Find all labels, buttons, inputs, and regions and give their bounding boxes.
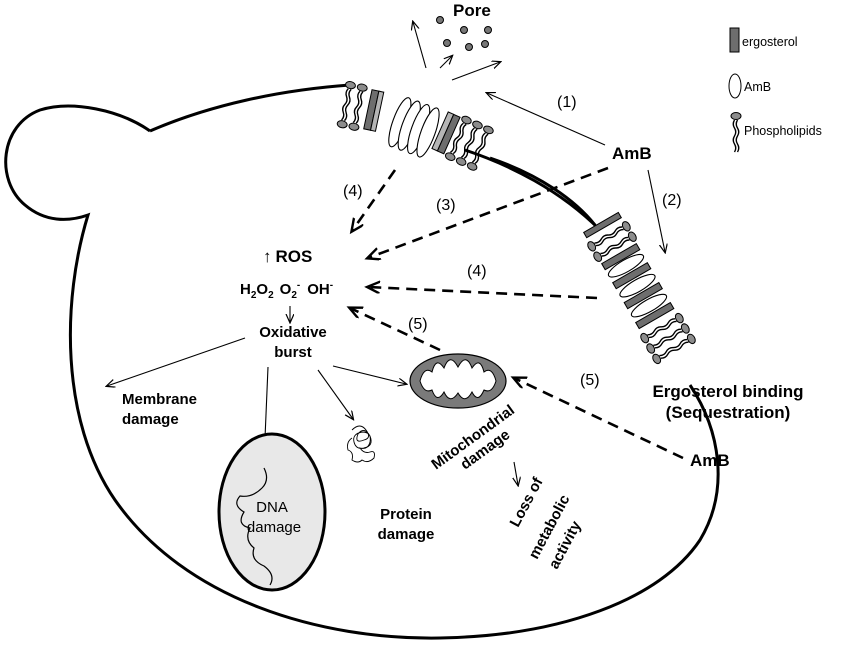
membrane-damage-line-2: damage	[122, 411, 179, 428]
legend-ergosterol: ergosterol	[742, 35, 798, 49]
step-5-right-label: (5)	[580, 372, 600, 389]
membrane-damage-line-1: Membrane	[122, 391, 197, 408]
pore-outflow-arrow-mid	[439, 56, 452, 69]
ergosterol-legend-swatch	[729, 27, 740, 53]
arrow-pore-to-ros	[352, 169, 397, 231]
step-1-label: (1)	[557, 94, 577, 111]
step-4-right-label: (4)	[467, 263, 487, 280]
arrow-burst-to-protein	[317, 369, 353, 419]
legend-amb: AmB	[744, 80, 771, 94]
arrow-mito-to-loss	[514, 461, 518, 485]
arrow-burst-to-mito	[332, 365, 406, 384]
protein-icon	[347, 425, 375, 463]
legend-phospholipids: Phospholipids	[744, 124, 822, 138]
arrow-ergosterol-to-ros	[368, 287, 598, 300]
arrow-amb-to-ergosterol	[647, 169, 665, 252]
arrow-burst-to-membrane	[107, 337, 246, 386]
ergosterol-binding-line-2: (Sequestration)	[666, 403, 791, 422]
pore-ions	[436, 16, 492, 51]
pore-complex	[335, 79, 496, 173]
pore-outflow-arrow-left	[413, 22, 427, 69]
dna-damage-line-1: DNA	[256, 499, 288, 516]
phospholipid-legend-swatch	[730, 111, 742, 153]
ergosterol-binding-line-1: Ergosterol binding	[652, 382, 803, 401]
ergosterol-sequestration-complex	[582, 211, 698, 366]
nucleus-icon	[217, 432, 327, 592]
arrow-amb-to-mito	[514, 378, 684, 460]
amb-top-label: AmB	[612, 144, 652, 163]
cell-membrane	[4, 83, 720, 640]
oxidative-burst-line-1: Oxidative	[259, 324, 327, 341]
ros-text: ROS	[276, 247, 313, 266]
arrow-mito-to-ros	[350, 308, 441, 352]
protein-damage-line-1: Protein	[380, 506, 432, 523]
step-5-center-label: (5)	[408, 316, 428, 333]
loss-line-1: Loss of	[507, 474, 548, 530]
ros-label: ↑ROS	[263, 247, 312, 266]
step-2-label: (2)	[662, 192, 682, 209]
step-3-label: (3)	[436, 197, 456, 214]
oxidative-burst-line-2: burst	[274, 344, 312, 361]
legend: ergosterol AmB Phospholipids	[728, 27, 822, 153]
mitochondrion-icon	[409, 353, 507, 409]
dna-damage-line-2: damage	[247, 519, 301, 536]
protein-damage-line-2: damage	[378, 526, 435, 543]
pore-label: Pore	[453, 1, 491, 20]
pore-outflow-arrow-right	[451, 62, 500, 81]
arrow-amb-to-ros	[368, 166, 609, 258]
amb-bottom-label: AmB	[690, 451, 730, 470]
ros-up-arrow: ↑	[263, 247, 272, 266]
step-4-left-label: (4)	[343, 183, 363, 200]
arrow-amb-to-pore	[487, 93, 606, 146]
amb-legend-swatch	[728, 73, 742, 99]
